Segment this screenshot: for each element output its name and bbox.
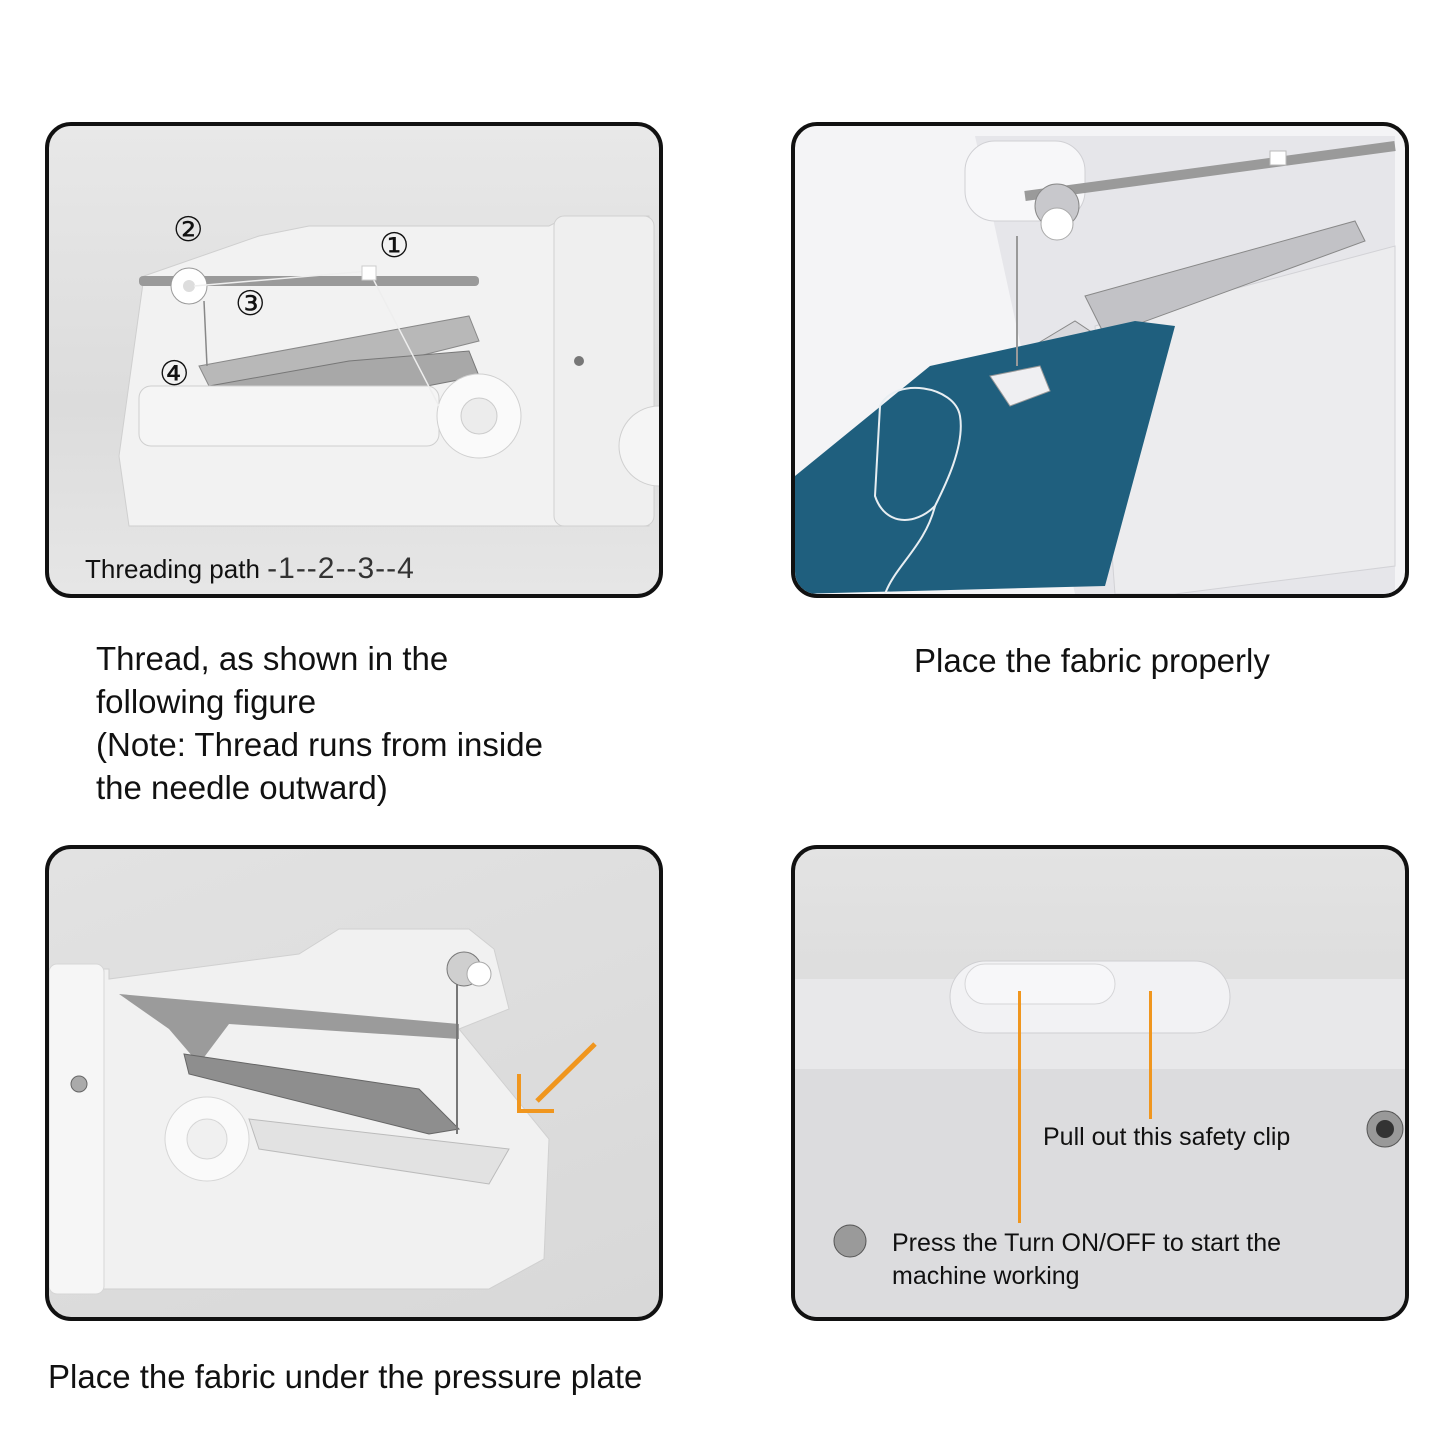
pressure-plate-caption: Place the fabric under the pressure plat… — [48, 1358, 643, 1395]
threading-panel: ① ② ③ ④ Threading path -1--2--3--4 — [45, 122, 663, 598]
marker-2: ② — [173, 211, 204, 249]
threading-path-sequence: -1--2--3--4 — [267, 552, 415, 585]
fabric-under-foot-illustration — [795, 136, 1396, 594]
threading-caption: Thread, as shown in the following figure… — [96, 640, 543, 806]
clip-pointer-line — [1149, 991, 1152, 1119]
safety-clip-panel: Pull out this safety clip Press the Turn… — [791, 845, 1409, 1321]
threading-path-label: Threading path -1--2--3--4 — [85, 552, 415, 586]
marker-1: ① — [379, 227, 410, 265]
marker-4: ④ — [159, 355, 190, 393]
switch-pointer-line — [1018, 991, 1021, 1223]
sewing-machine-threading-illustration — [118, 215, 659, 527]
place-fabric-panel — [791, 122, 1409, 598]
place-fabric-caption: Place the fabric properly — [914, 642, 1270, 679]
threading-path-text: Threading path — [85, 554, 260, 584]
power-switch-annotation: Press the Turn ON/OFF to start the machi… — [892, 1229, 1282, 1290]
pressure-plate-panel — [45, 845, 663, 1321]
marker-3: ③ — [235, 285, 266, 323]
safety-clip-annotation: Pull out this safety clip — [1043, 1123, 1291, 1151]
pressure-plate-illustration — [49, 928, 597, 1295]
